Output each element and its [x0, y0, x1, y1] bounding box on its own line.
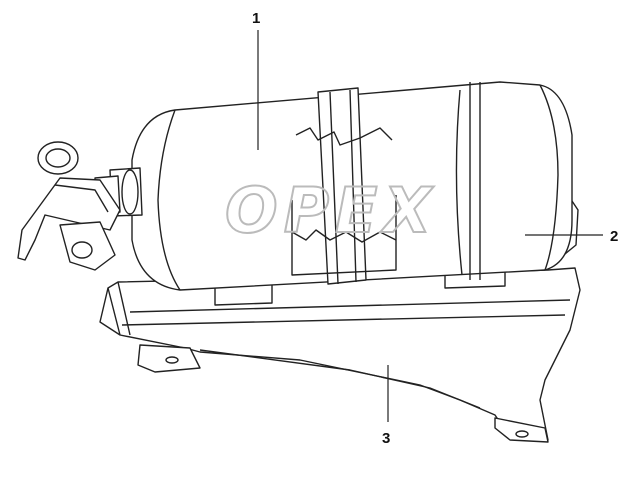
- fire-extinguisher: [17, 81, 573, 291]
- support-plate: [99, 267, 581, 443]
- watermark-text: OPEX: [225, 174, 437, 247]
- opex-watermark: OPEX: [224, 173, 437, 248]
- callout-3-label: 3: [382, 430, 390, 447]
- callout-1-label: 1: [252, 10, 260, 27]
- callout-2-label: 2: [610, 228, 618, 245]
- leader-lines: [257, 30, 603, 422]
